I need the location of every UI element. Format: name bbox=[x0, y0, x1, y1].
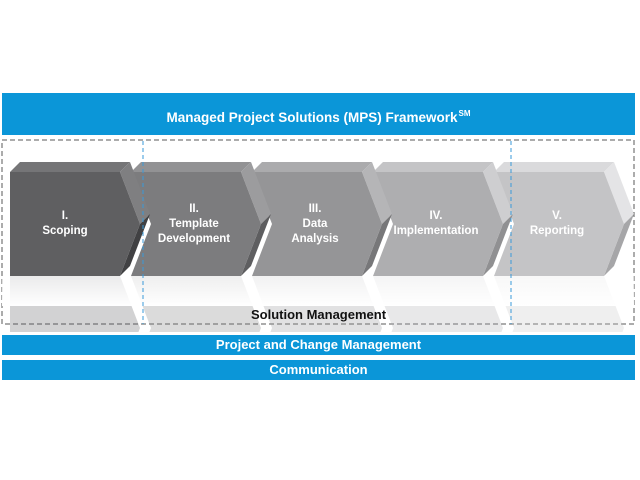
phase-label-1: I. Scoping bbox=[10, 209, 120, 239]
solution-management-frame bbox=[1, 139, 635, 325]
phase-name: Analysis bbox=[291, 233, 339, 245]
phase-number: I. bbox=[61, 210, 69, 222]
phase-top-face bbox=[252, 162, 372, 172]
phase-chevron-1 bbox=[10, 172, 140, 276]
framework-title-banner: Managed Project Solutions (MPS) Framewor… bbox=[2, 93, 635, 135]
project-change-management-banner: Project and Change Management bbox=[2, 335, 635, 355]
phase-name: Development bbox=[157, 233, 231, 245]
phase-number: IV. bbox=[429, 210, 443, 222]
phase-top-face bbox=[10, 162, 130, 172]
phase-side-face bbox=[604, 162, 634, 224]
phase-side-face bbox=[362, 162, 392, 224]
solution-management-label: Solution Management bbox=[250, 307, 387, 322]
communication-banner: Communication bbox=[2, 360, 635, 380]
project-change-management-label: Project and Change Management bbox=[215, 337, 422, 352]
phase-side-face bbox=[241, 162, 271, 224]
service-mark: SM bbox=[458, 109, 471, 118]
phase-diagram bbox=[1, 139, 635, 332]
phase-name: Implementation bbox=[393, 225, 479, 237]
phase-side-face bbox=[483, 162, 513, 224]
phase-top-face bbox=[131, 162, 251, 172]
phase-name: Data bbox=[302, 218, 328, 230]
phase-name: Scoping bbox=[42, 225, 88, 237]
phase-chevron-5 bbox=[494, 172, 624, 276]
phase-side-face bbox=[604, 214, 634, 276]
phase-side-face bbox=[483, 214, 513, 276]
phase-label-5: V. Reporting bbox=[502, 209, 612, 239]
phase-top-face bbox=[494, 162, 614, 172]
phase-side-face bbox=[120, 214, 150, 276]
phase-side-face bbox=[241, 214, 271, 276]
reflection-fade bbox=[2, 276, 634, 306]
phase-name: Reporting bbox=[529, 225, 585, 237]
phase-number: V. bbox=[552, 210, 562, 222]
framework-title: Managed Project Solutions (MPS) Framewor… bbox=[166, 110, 458, 125]
phase-number: III. bbox=[308, 203, 322, 215]
phase-name: Template bbox=[169, 218, 219, 230]
phase-side-face bbox=[362, 214, 392, 276]
phase-top-face bbox=[373, 162, 493, 172]
phase-chevron-2 bbox=[131, 172, 261, 276]
phase-chevron-3 bbox=[252, 172, 382, 276]
phase-number: II. bbox=[189, 203, 199, 215]
phase-label-4: IV. Implementation bbox=[381, 209, 491, 239]
phase-side-face bbox=[120, 162, 150, 224]
phase-chevron-4 bbox=[373, 172, 503, 276]
communication-label: Communication bbox=[269, 362, 368, 377]
